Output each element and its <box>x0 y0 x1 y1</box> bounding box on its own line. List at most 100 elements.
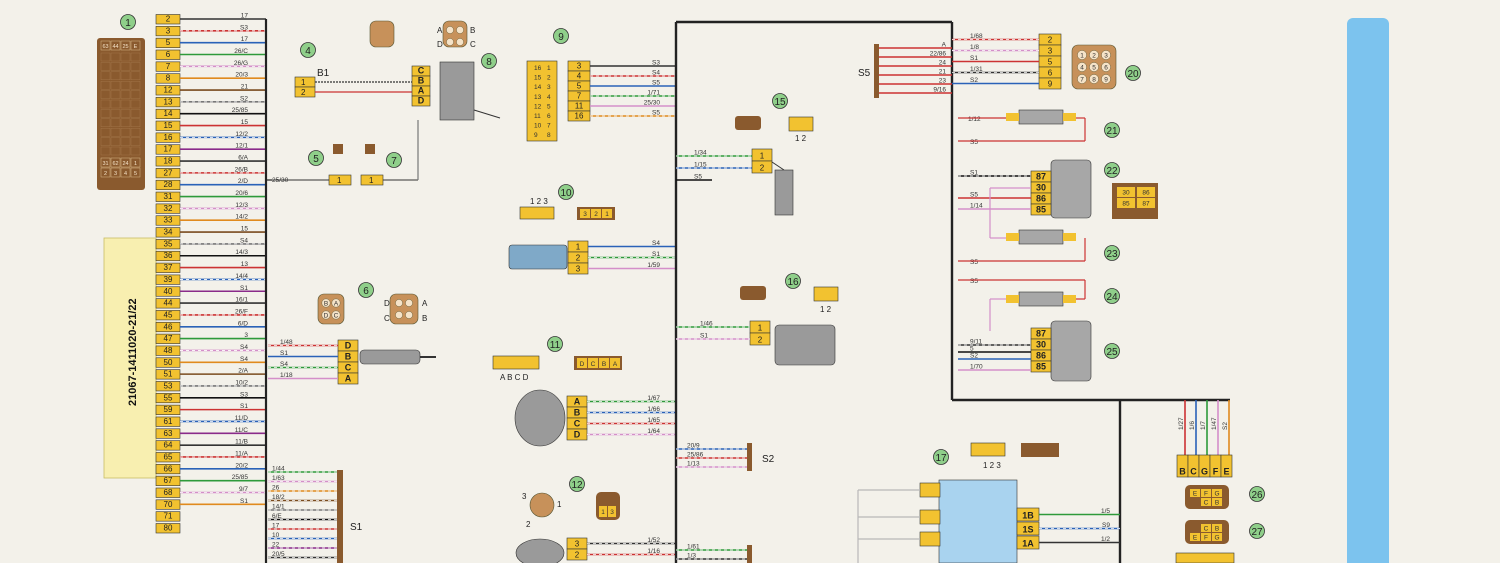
c20-wire-label-0: 1/68 <box>970 33 983 40</box>
svg-text:S5: S5 <box>970 139 978 146</box>
c20-grid-7: 7 <box>1080 76 1084 83</box>
splice-s2-group: S2 20/925/861/13 <box>676 443 775 471</box>
component-4-label: B1 <box>317 68 330 79</box>
ecu-wire-label-6: 21 <box>241 84 249 91</box>
c26-mini-2: G <box>1214 491 1219 498</box>
ecu-wire-label-30: 2/A <box>238 368 248 375</box>
c22-mini-1: 86 <box>1142 190 1150 197</box>
blue-margin-band <box>1347 18 1389 563</box>
svg-text:1: 1 <box>301 78 306 87</box>
ecu-pin-44: 44 <box>164 299 173 308</box>
ecu-pin-63: 63 <box>164 429 173 438</box>
ecu-wire-label-27: 3 <box>244 332 248 339</box>
s5-wire-label-0: A <box>942 42 947 49</box>
c25-pin-30: 30 <box>1036 340 1046 350</box>
c15-pin-1: 1 <box>760 152 765 161</box>
c25-pin-85-box <box>1030 360 1052 373</box>
c6-pin-C: C <box>345 363 352 373</box>
c27-mini-2: E <box>1193 535 1198 542</box>
ecu-pin-67: 67 <box>164 476 173 485</box>
c26-mini-3: C <box>1204 500 1209 507</box>
s1-wire-label-7: 10 <box>272 532 280 539</box>
c11-pin-C: C <box>574 419 581 429</box>
ecu-wire-label-19: S4 <box>240 237 248 244</box>
c20-grid-4: 4 <box>1080 64 1084 71</box>
svg-text:1/12: 1/12 <box>968 116 981 123</box>
callout-8 <box>481 53 497 69</box>
c20-grid-6: 6 <box>1104 64 1108 71</box>
ecu-wire-label-25: 26/F <box>235 308 248 315</box>
component-5-7-group: 5 7 1 1 25/30 <box>272 120 419 186</box>
c6-wire-label-1: S1 <box>280 350 288 357</box>
c20-wire-label-4: S2 <box>970 77 978 84</box>
ecu-wire-label-28: S4 <box>240 344 248 351</box>
c25-wire-label-0: 9/11 <box>970 339 983 346</box>
c6-pin-A: A <box>345 374 352 384</box>
svg-text:1 2: 1 2 <box>795 134 807 143</box>
s1-wire-label-9: 20/5 <box>272 551 285 558</box>
ecu-pin-27: 27 <box>164 168 173 177</box>
svg-text:S5: S5 <box>858 68 871 79</box>
s5-wire-label-4: 23 <box>939 78 947 85</box>
c26-wire-label-2: 1/7 <box>1200 421 1207 430</box>
svg-text:17: 17 <box>935 453 947 464</box>
c11-pin-B: B <box>574 408 581 418</box>
ecu-pin-16: 16 <box>164 133 173 142</box>
c12-pin-2: 2 <box>575 551 580 560</box>
c15-pin-2-box <box>751 160 773 174</box>
c9-wire-label-1: S4 <box>652 70 660 77</box>
svg-text:1 2: 1 2 <box>820 305 832 314</box>
c9-wire-label-4: 25/30 <box>644 100 661 107</box>
svg-text:16: 16 <box>787 277 799 288</box>
c26-wire-label-0: 1/27 <box>1178 417 1185 430</box>
c9-block-14: 7 <box>547 123 551 130</box>
c6-wire-label-2: S4 <box>280 361 288 368</box>
ecu-pin-6: 6 <box>166 50 171 59</box>
ecu-wire-label-13: 26/B <box>235 166 248 173</box>
c9-pin-11: 11 <box>575 102 584 111</box>
c8-letter-0: A <box>437 26 443 35</box>
ecu-mini-bottom-2: 24 <box>122 161 128 167</box>
ecu-wire-label-12: 6/A <box>238 155 248 162</box>
c9-pin-5: 5 <box>577 82 582 91</box>
c12-mini-0: 1 <box>601 509 605 516</box>
c16-wire-label-1: S1 <box>700 333 708 340</box>
svg-text:S5: S5 <box>970 259 978 266</box>
ecu-wire-label-8: 25/85 <box>232 107 249 114</box>
c22-pin-30: 30 <box>1036 183 1046 193</box>
svg-text:6: 6 <box>363 286 369 297</box>
c27-mini-4: G <box>1214 535 1219 542</box>
s1-wire-label-6: 17 <box>272 523 280 530</box>
c22-wire-label-2: 1/14 <box>970 203 983 210</box>
s1-wire-label-4: 14/1 <box>272 504 285 511</box>
sb-wire-label-1: 1/3 <box>687 553 696 560</box>
c9-block-10: 3 <box>547 84 551 91</box>
ecu-pin-80: 80 <box>164 524 173 533</box>
c6-plug-a-0: B <box>324 301 328 308</box>
ecu-pin-36: 36 <box>164 251 173 260</box>
c17-wire-label-1: S9 <box>1102 522 1110 529</box>
c22-wire-label-0: S1 <box>970 170 978 177</box>
fuse-24-group: 24 <box>989 280 1120 331</box>
c11-wire-label-2: 1/65 <box>647 417 660 424</box>
ecu-pin-65: 65 <box>164 452 173 461</box>
ecu-pin-51: 51 <box>164 370 173 379</box>
c8-pin-C: C <box>418 66 425 76</box>
svg-text:A: A <box>422 299 428 308</box>
c20-grid-2: 2 <box>1092 52 1096 59</box>
ecu-pin-31: 31 <box>164 192 173 201</box>
s5-wire-label-3: 21 <box>939 69 947 76</box>
ecu-wire-label-1: S3 <box>240 24 248 31</box>
svg-text:12: 12 <box>571 480 583 491</box>
ecu-wire-label-9: 15 <box>241 119 249 126</box>
svg-text:D: D <box>384 299 390 308</box>
c6-pin-B: B <box>345 352 352 362</box>
c15-wire-label-1: 1/15 <box>694 162 707 169</box>
c20-grid-5: 5 <box>1092 64 1096 71</box>
ecu-pin-45: 45 <box>164 310 173 319</box>
c10-wire-label-1: S1 <box>652 251 660 258</box>
